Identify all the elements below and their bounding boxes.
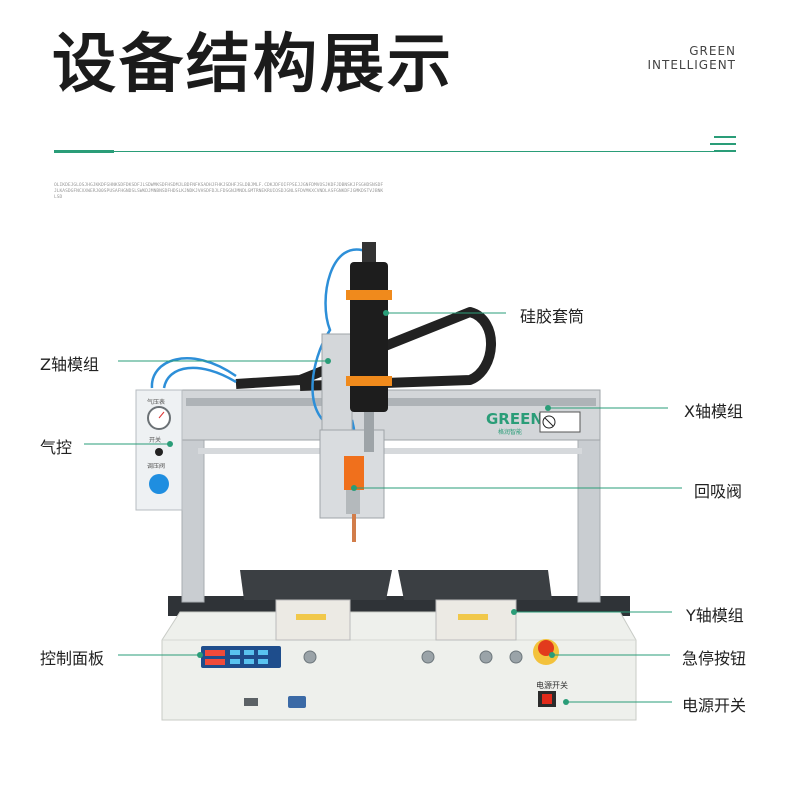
base-button[interactable]: [479, 650, 493, 664]
callout-dot: [563, 699, 569, 705]
callout-emergency-stop: 急停按钮: [682, 649, 747, 668]
fine-print: OLIKDEJGLOSJHGJKKDFGHNKSDFDKSDFJLSDWMKSD…: [54, 183, 384, 200]
callout-dot: [351, 485, 357, 491]
callout-dot: [383, 310, 389, 316]
control-panel-key[interactable]: [244, 650, 254, 655]
left-tray: [240, 570, 392, 600]
control-panel-display: [205, 650, 225, 656]
callout-dot: [197, 652, 203, 658]
control-panel-key[interactable]: [230, 650, 240, 655]
warning-label: [539, 411, 581, 433]
menu-icon-bar: [710, 143, 736, 145]
gauge-needle: [158, 411, 165, 419]
cylinder-cap: [362, 242, 376, 264]
dispense-shaft: [364, 412, 374, 452]
warning-icon: [542, 415, 556, 429]
warning-icon: [544, 417, 554, 427]
callout-control-panel: 控制面板: [40, 649, 105, 668]
dispense-needle: [352, 514, 356, 542]
callout-z-axis: Z轴模组: [40, 355, 99, 374]
right-tray: [398, 570, 552, 600]
callout-dot: [545, 405, 551, 411]
power-panel-label: 电源开关: [536, 680, 568, 690]
callout-dot: [549, 652, 555, 658]
base-button[interactable]: [303, 650, 317, 664]
header-divider-accent: [54, 150, 114, 153]
control-panel-display: [205, 659, 225, 665]
y-axis-label-tag: [296, 614, 326, 620]
brand-text: GREEN INTELLIGENT: [647, 44, 736, 73]
valve-body: [346, 490, 360, 514]
brand-line-1: GREEN: [689, 44, 736, 58]
brand-plate-sub: 格润智能: [498, 428, 522, 436]
page-title: 设备结构展示: [52, 28, 454, 102]
menu-icon-bar: [714, 136, 736, 138]
air-tube: [311, 248, 369, 432]
silicone-sleeve: [350, 262, 388, 412]
callout-suck-back-valve: 回吸阀: [694, 482, 743, 501]
base-button[interactable]: [421, 650, 435, 664]
header-divider: [54, 151, 730, 152]
emergency-stop-button[interactable]: [538, 640, 554, 656]
menu-icon[interactable]: [710, 136, 736, 154]
air-switch[interactable]: [155, 448, 163, 456]
callout-silicone-sleeve: 硅胶套筒: [520, 307, 585, 326]
brand-plate: GREEN: [486, 410, 543, 428]
sleeve-clamp: [346, 376, 392, 386]
switch-label: 开关: [149, 436, 161, 444]
knob-label: 调压阀: [147, 462, 165, 470]
vga-port: [288, 696, 306, 708]
air-tube: [162, 366, 237, 389]
cable-chain: [235, 307, 496, 391]
control-panel-key[interactable]: [244, 659, 254, 664]
gauge-label: 气压表: [147, 398, 165, 406]
control-panel-key[interactable]: [258, 659, 268, 664]
menu-icon-bar: [714, 150, 736, 152]
callout-dot: [167, 441, 173, 447]
callout-x-axis: X轴模组: [684, 402, 743, 421]
usb-port: [244, 698, 258, 706]
control-panel-key[interactable]: [258, 650, 268, 655]
x-axis-rail: [186, 398, 596, 406]
base-button[interactable]: [509, 650, 523, 664]
callout-y-axis: Y轴模组: [686, 606, 744, 625]
brand-line-2: INTELLIGENT: [647, 58, 736, 73]
suck-back-valve: [344, 456, 364, 490]
y-axis-label-tag: [458, 614, 488, 620]
power-switch[interactable]: [542, 694, 552, 704]
sleeve-clamp: [346, 290, 392, 300]
control-panel-key[interactable]: [230, 659, 240, 664]
callout-dot: [325, 358, 331, 364]
air-tube: [150, 357, 237, 389]
callout-air-control: 气控: [40, 438, 73, 457]
pressure-knob[interactable]: [149, 474, 169, 494]
inner-frame: [198, 448, 582, 454]
callout-dot: [511, 609, 517, 615]
callout-power-switch: 电源开关: [682, 696, 747, 715]
